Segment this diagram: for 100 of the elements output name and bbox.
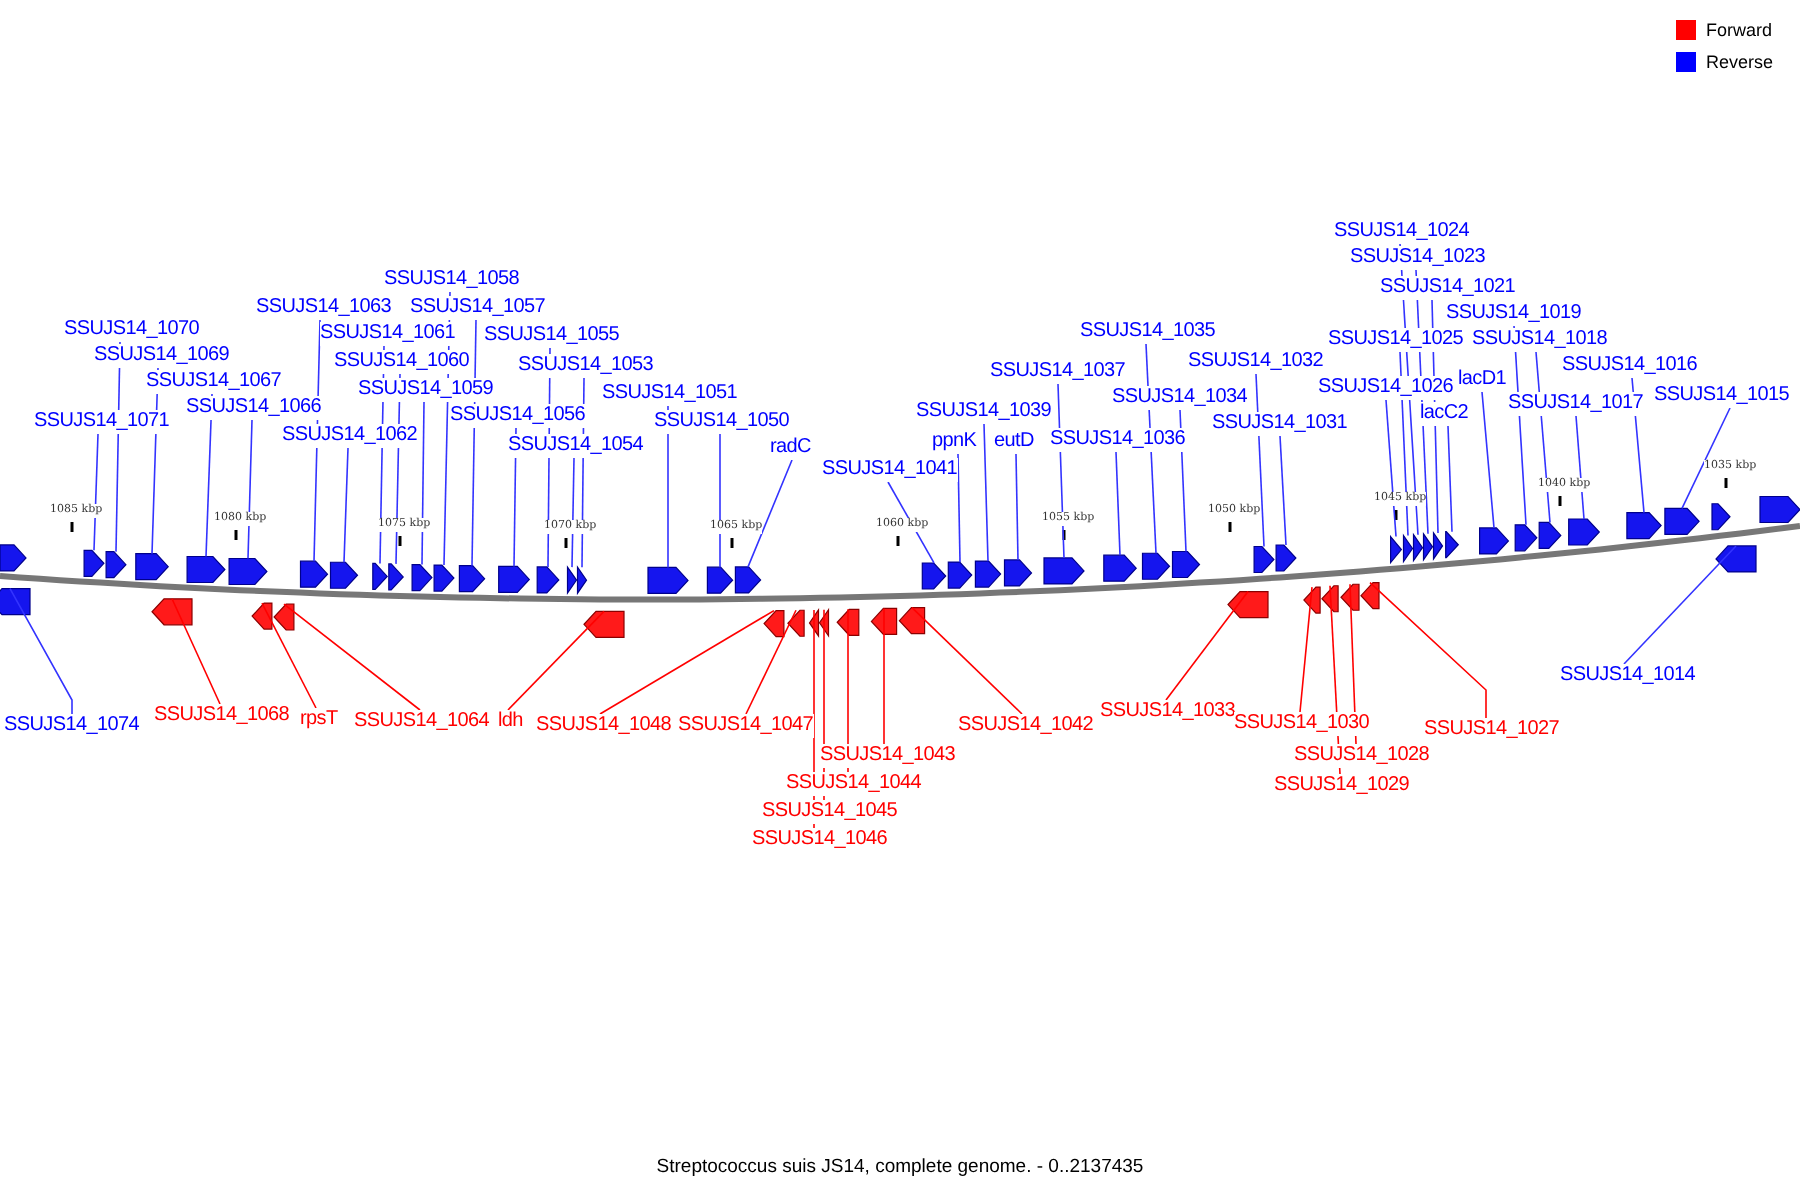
gene-block xyxy=(566,566,578,594)
leader-line xyxy=(957,453,961,563)
gene-label: SSUJS14_1014 xyxy=(1560,664,1696,688)
gene-block xyxy=(818,609,830,637)
gene-label: SSUJS14_1021 xyxy=(1380,276,1516,300)
gene-block xyxy=(83,549,105,577)
leader-line xyxy=(1369,581,1487,719)
leader-line xyxy=(93,433,99,552)
gene-label: SSUJS14_1032 xyxy=(1188,350,1324,374)
gene-block xyxy=(1538,521,1562,550)
leader-line xyxy=(883,607,885,745)
gene-block xyxy=(576,566,588,594)
gene-label: SSUJS14_1044 xyxy=(786,772,922,796)
gene-block xyxy=(763,610,785,638)
gene-block xyxy=(151,598,193,626)
caption: Streptococcus suis JS14, complete genome. - 0..2137435 xyxy=(656,1156,1144,1178)
gene-label: SSUJS14_1047 xyxy=(678,714,814,738)
gene-block xyxy=(787,609,805,637)
gene-label: SSUJS14_1071 xyxy=(34,410,170,434)
gene-label: SSUJS14_1053 xyxy=(518,354,654,378)
gene-label: lacC2 xyxy=(1420,402,1469,426)
gene-block xyxy=(898,607,926,635)
gene-block xyxy=(1171,550,1201,579)
gene-block xyxy=(1390,535,1403,564)
gene-block xyxy=(706,566,734,594)
gene-label: SSUJS14_1031 xyxy=(1212,412,1348,436)
leader-line xyxy=(747,459,793,568)
gene-label: SSUJS14_1030 xyxy=(1234,712,1370,736)
leader-line xyxy=(1681,407,1731,510)
gene-block xyxy=(808,609,820,637)
gene-label: SSUJS14_1046 xyxy=(752,828,888,852)
leader-line xyxy=(745,609,797,715)
gene-label: SSUJS14_1067 xyxy=(146,370,282,394)
gene-block xyxy=(734,566,762,594)
leader-line xyxy=(507,610,605,711)
gene-label: SSUJS14_1026 xyxy=(1318,376,1454,400)
gene-label: SSUJS14_1061 xyxy=(320,322,456,346)
gene-label: rpsT xyxy=(300,708,338,732)
gene-label: SSUJS14_1019 xyxy=(1446,302,1582,326)
gene-label: SSUJS14_1060 xyxy=(334,350,470,374)
gene-label: SSUJS14_1036 xyxy=(1050,428,1186,452)
gene-block xyxy=(1275,544,1297,572)
leader-line xyxy=(1165,590,1249,701)
gene-block xyxy=(251,602,273,630)
gene-label: SSUJS14_1045 xyxy=(762,800,898,824)
leader-line xyxy=(421,401,425,566)
gene-label: SSUJS14_1028 xyxy=(1294,744,1430,768)
gene-label: SSUJS14_1064 xyxy=(354,710,490,734)
gene-block xyxy=(1340,583,1360,611)
gene-block xyxy=(1227,591,1269,619)
gene-block xyxy=(1253,545,1275,574)
gene-block xyxy=(1321,585,1339,613)
gene-block xyxy=(1402,534,1414,563)
gene-block xyxy=(1479,527,1510,555)
gene-block xyxy=(1626,511,1662,540)
gene-block xyxy=(186,555,226,584)
gene-label: SSUJS14_1015 xyxy=(1654,384,1790,408)
gene-label: SSUJS14_1074 xyxy=(4,714,140,738)
gene-block xyxy=(1715,545,1757,573)
leader-line xyxy=(1015,453,1019,561)
gene-block xyxy=(583,610,625,638)
gene-block xyxy=(372,562,388,590)
leader-line xyxy=(1481,391,1495,529)
gene-block xyxy=(105,551,127,579)
gene-block xyxy=(1412,534,1424,562)
gene-label: SSUJS14_1017 xyxy=(1508,392,1644,416)
gene-block xyxy=(228,557,268,586)
gene-label: SSUJS14_1034 xyxy=(1112,386,1248,410)
gene-label: SSUJS14_1023 xyxy=(1350,246,1486,270)
leader-line xyxy=(1447,425,1453,533)
leader-line xyxy=(1299,586,1313,713)
gene-label: SSUJS14_1035 xyxy=(1080,320,1216,344)
leader-line xyxy=(1279,435,1287,546)
gene-label: SSUJS14_1054 xyxy=(508,434,644,458)
gene-block xyxy=(870,607,898,635)
gene-block xyxy=(1432,532,1444,560)
leader-line xyxy=(1623,545,1737,665)
gene-label: SSUJS14_1043 xyxy=(820,744,956,768)
gene-label: SSUJS14_1050 xyxy=(654,410,790,434)
gene-block xyxy=(536,566,560,594)
gene-block xyxy=(1759,495,1800,524)
gene-label: SSUJS14_1041 xyxy=(822,458,958,482)
gene-block xyxy=(1422,533,1434,561)
gene-block xyxy=(299,560,329,588)
leader-line xyxy=(283,603,421,711)
gene-block xyxy=(1514,524,1538,552)
gene-block xyxy=(1103,554,1137,582)
gene-block xyxy=(1664,507,1700,535)
gene-label: SSUJS14_1070 xyxy=(64,318,200,342)
gene-block xyxy=(647,566,689,595)
gene-block xyxy=(458,565,486,593)
gene-block xyxy=(921,562,947,590)
leader-line xyxy=(9,587,73,715)
gene-label: SSUJS14_1039 xyxy=(916,400,1052,424)
gene-label: SSUJS14_1024 xyxy=(1334,220,1470,244)
gene-label: SSUJS14_1062 xyxy=(282,424,418,448)
gene-label: SSUJS14_1033 xyxy=(1100,700,1236,724)
gene-block xyxy=(0,544,27,572)
leader-line xyxy=(911,606,1023,715)
gene-label: SSUJS14_1068 xyxy=(154,704,290,728)
